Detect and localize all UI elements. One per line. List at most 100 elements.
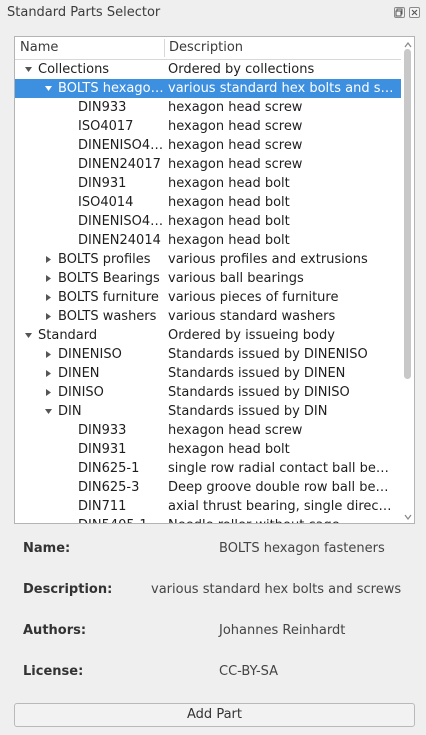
- description-value: various standard hex bolts and screws: [151, 582, 402, 597]
- row-name: DINENISO4014: [78, 214, 168, 229]
- row-name: DIN933: [78, 423, 127, 438]
- name-value: BOLTS hexagon fasteners: [219, 541, 385, 556]
- parts-tree[interactable]: Name Description Collections Ordered by c…: [14, 36, 415, 524]
- scroll-up-icon[interactable]: [403, 39, 413, 49]
- collapsed-arrow-icon[interactable]: [44, 269, 54, 288]
- row-description: hexagon head bolt: [168, 442, 290, 457]
- row-description: various ball bearings: [168, 271, 304, 286]
- row-name: DIN: [58, 404, 82, 419]
- tree-header: Name Description: [15, 37, 401, 60]
- row-description: hexagon head screw: [168, 157, 303, 172]
- collapsed-arrow-icon[interactable]: [44, 288, 54, 307]
- close-icon[interactable]: [409, 7, 420, 18]
- row-name: DINEN: [58, 366, 100, 381]
- row-name: BOLTS washers: [58, 309, 157, 324]
- row-name: DIN711: [78, 499, 127, 514]
- row-description: single row radial contact ball bearing: [168, 461, 396, 476]
- column-divider[interactable]: [164, 39, 165, 57]
- row-description: Ordered by collections: [168, 62, 315, 77]
- row-description: Deep groove double row ball bearing: [168, 480, 396, 495]
- row-name: DIN625-3: [78, 480, 140, 495]
- tree-row[interactable]: BOLTS hexagon fastenersvarious standard …: [15, 79, 401, 98]
- tree-row[interactable]: DIN625-3 Deep groove double row ball bear…: [15, 478, 401, 497]
- collapsed-arrow-icon[interactable]: [44, 307, 54, 326]
- tree-row[interactable]: DIN5405-1Needle roller without cage: [15, 516, 401, 523]
- add-part-button[interactable]: Add Part: [14, 703, 415, 727]
- license-value: CC-BY-SA: [219, 664, 279, 679]
- row-description: Standards issued by DINENISO: [168, 347, 368, 362]
- vertical-scrollbar[interactable]: [401, 37, 414, 523]
- expanded-arrow-icon[interactable]: [24, 60, 34, 79]
- tree-row[interactable]: DIN625-1 single row radial contact ball b…: [15, 459, 401, 478]
- tree-row[interactable]: DIN Standards issued by DIN: [15, 402, 401, 421]
- name-label: Name:: [23, 541, 71, 556]
- description-label: Description:: [23, 582, 113, 597]
- row-description: Standards issued by DINISO: [168, 385, 350, 400]
- tree-row[interactable]: ISO4014 hexagon head bolt: [15, 193, 401, 212]
- tree-row[interactable]: Collections Ordered by collections: [15, 60, 401, 79]
- expanded-arrow-icon[interactable]: [44, 79, 54, 98]
- row-name: BOLTS hexagon fasteners: [58, 81, 168, 96]
- collapsed-arrow-icon[interactable]: [44, 383, 54, 402]
- dock-title-bar: Standard Parts Selector: [0, 0, 426, 26]
- row-description: various profiles and extrusions: [168, 252, 368, 267]
- row-name: ISO4017: [78, 119, 134, 134]
- tree-row[interactable]: DINEN24017 hexagon head screw: [15, 155, 401, 174]
- scrollbar-thumb[interactable]: [404, 49, 411, 379]
- tree-row[interactable]: Standard Ordered by issueing body: [15, 326, 401, 345]
- tree-row[interactable]: BOLTS washers various standard washers: [15, 307, 401, 326]
- tree-row[interactable]: DIN933 hexagon head screw: [15, 421, 401, 440]
- row-name: DINEN24014: [78, 233, 161, 248]
- collapsed-arrow-icon[interactable]: [44, 250, 54, 269]
- collapsed-arrow-icon[interactable]: [44, 345, 54, 364]
- row-name: DINEN24017: [78, 157, 161, 172]
- tree-row[interactable]: DIN931 hexagon head bolt: [15, 440, 401, 459]
- row-description: hexagon head screw: [168, 119, 303, 134]
- tree-row[interactable]: DIN933 hexagon head screw: [15, 98, 401, 117]
- row-name: ISO4014: [78, 195, 134, 210]
- row-name: DIN933: [78, 100, 127, 115]
- row-name: Collections: [38, 62, 110, 77]
- window-title: Standard Parts Selector: [7, 5, 161, 20]
- tree-row[interactable]: DINISO Standards issued by DINISO: [15, 383, 401, 402]
- collapsed-arrow-icon[interactable]: [44, 364, 54, 383]
- row-description: hexagon head screw: [168, 100, 303, 115]
- expanded-arrow-icon[interactable]: [44, 402, 54, 421]
- row-name: DINISO: [58, 385, 104, 400]
- row-name: DIN625-1: [78, 461, 140, 476]
- tree-row[interactable]: DINENISO Standards issued by DINENISO: [15, 345, 401, 364]
- row-description: Ordered by issueing body: [168, 328, 335, 343]
- row-name: DIN5405-1: [78, 516, 148, 523]
- row-description: hexagon head bolt: [168, 176, 290, 191]
- row-description: hexagon head bolt: [168, 195, 290, 210]
- row-name: DIN931: [78, 442, 127, 457]
- row-name: Standard: [38, 328, 98, 343]
- license-label: License:: [23, 664, 84, 679]
- authors-label: Authors:: [23, 623, 87, 638]
- row-description: Standards issued by DINEN: [168, 366, 346, 381]
- expanded-arrow-icon[interactable]: [24, 326, 34, 345]
- column-header-name[interactable]: Name: [20, 40, 59, 55]
- row-description: hexagon head screw: [168, 423, 303, 438]
- row-description: various pieces of furniture: [168, 290, 339, 305]
- float-window-icon[interactable]: [394, 7, 405, 18]
- row-description: various standard hex bolts and screws: [168, 81, 396, 96]
- tree-row[interactable]: DINEN Standards issued by DINEN: [15, 364, 401, 383]
- row-name: DINENISO: [58, 347, 122, 362]
- column-header-description[interactable]: Description: [169, 40, 244, 55]
- scroll-down-icon[interactable]: [403, 511, 413, 521]
- tree-row[interactable]: ISO4017 hexagon head screw: [15, 117, 401, 136]
- row-description: various standard washers: [168, 309, 336, 324]
- row-description: hexagon head bolt: [168, 214, 290, 229]
- part-details: Name: BOLTS hexagon fasteners Descriptio…: [0, 530, 426, 700]
- row-description: Standards issued by DIN: [168, 404, 328, 419]
